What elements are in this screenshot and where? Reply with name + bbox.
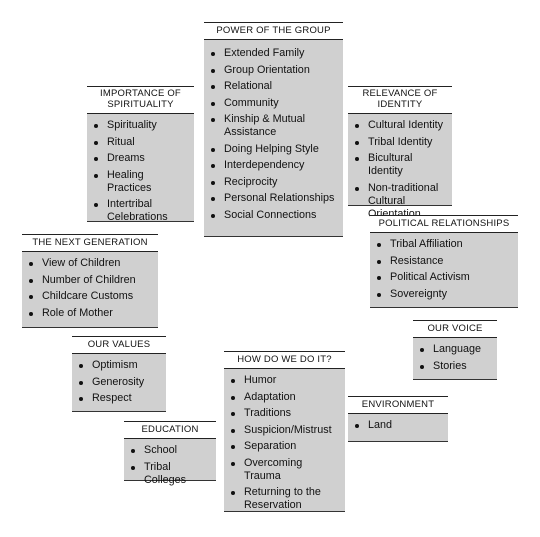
box-title: HOW DO WE DO IT? [224, 351, 345, 369]
box-body: Extended Family Group Orientation Relati… [204, 40, 343, 237]
list-item: Land [352, 419, 444, 432]
box-environment: ENVIRONMENT Land [348, 396, 448, 442]
box-body: Land [348, 414, 448, 442]
list-item: Returning to the Reservation [228, 486, 341, 512]
list-item: Community [208, 97, 339, 110]
list-item: Optimism [76, 359, 162, 372]
list-item: Tribal Affiliation [374, 238, 514, 251]
list-item: Resistance [374, 255, 514, 268]
box-body: Optimism Generosity Respect [72, 354, 166, 412]
box-body: View of Children Number of Children Chil… [22, 252, 158, 328]
box-power-of-the-group: POWER OF THE GROUP Extended Family Group… [204, 22, 343, 237]
list-item: Cultural Identity [352, 119, 448, 132]
box-body: School Tribal Colleges [124, 439, 216, 486]
list-item: Overcoming Trauma [228, 457, 341, 483]
box-title: POLITICAL RELATIONSHIPS [370, 215, 518, 233]
box-importance-of-spirituality: IMPORTANCE OF SPIRITUALITY Spirituality … [87, 86, 194, 224]
list-item: Stories [417, 360, 493, 373]
list-item: Childcare Customs [26, 290, 154, 303]
list-item: Suspicion/Mistrust [228, 424, 341, 437]
box-title: OUR VALUES [72, 336, 166, 354]
box-education: EDUCATION School Tribal Colleges [124, 421, 216, 486]
box-body: Tribal Affiliation Resistance Political … [370, 233, 518, 308]
box-title: OUR VOICE [413, 320, 497, 338]
box-the-next-generation: THE NEXT GENERATION View of Children Num… [22, 234, 158, 328]
box-our-values: OUR VALUES Optimism Generosity Respect [72, 336, 166, 412]
list-item: Personal Relationships [208, 192, 339, 205]
list-item: Tribal Identity [352, 136, 448, 149]
box-relevance-of-identity: RELEVANCE OF IDENTITY Cultural Identity … [348, 86, 452, 220]
list-item: Interdependency [208, 159, 339, 172]
list-item: Doing Helping Style [208, 143, 339, 156]
list-item: Extended Family [208, 47, 339, 60]
list-item: Healing Practices [91, 169, 190, 195]
list-item: Language [417, 343, 493, 356]
list-item: Role of Mother [26, 307, 154, 320]
list-item: Number of Children [26, 274, 154, 287]
box-body: Humor Adaptation Traditions Suspicion/Mi… [224, 369, 345, 512]
list-item: Group Orientation [208, 64, 339, 77]
box-title: ENVIRONMENT [348, 396, 448, 414]
box-body: Language Stories [413, 338, 497, 380]
box-title: THE NEXT GENERATION [22, 234, 158, 252]
list-item: Relational [208, 80, 339, 93]
list-item: Humor [228, 374, 341, 387]
box-title: RELEVANCE OF IDENTITY [348, 86, 452, 114]
box-body: Cultural Identity Tribal Identity Bicult… [348, 114, 452, 220]
list-item: Social Connections [208, 209, 339, 222]
box-title: POWER OF THE GROUP [204, 22, 343, 40]
list-item: Generosity [76, 376, 162, 389]
list-item: School [128, 444, 212, 457]
list-item: Spirituality [91, 119, 190, 132]
list-item: Adaptation [228, 391, 341, 404]
box-how-do-we-do-it: HOW DO WE DO IT? Humor Adaptation Tradit… [224, 351, 345, 512]
list-item: Intertribal Celebrations [91, 198, 190, 224]
list-item: View of Children [26, 257, 154, 270]
list-item: Tribal Colleges [128, 461, 212, 487]
list-item: Reciprocity [208, 176, 339, 189]
list-item: Kinship & Mutual Assistance [208, 113, 339, 139]
list-item: Political Activism [374, 271, 514, 284]
list-item: Sovereignty [374, 288, 514, 301]
box-our-voice: OUR VOICE Language Stories [413, 320, 497, 380]
box-title: IMPORTANCE OF SPIRITUALITY [87, 86, 194, 114]
list-item: Traditions [228, 407, 341, 420]
list-item: Bicultural Identity [352, 152, 448, 178]
list-item: Ritual [91, 136, 190, 149]
box-title: EDUCATION [124, 421, 216, 439]
list-item: Respect [76, 392, 162, 405]
list-item: Separation [228, 440, 341, 453]
box-body: Spirituality Ritual Dreams Healing Pract… [87, 114, 194, 224]
box-political-relationships: POLITICAL RELATIONSHIPS Tribal Affiliati… [370, 215, 518, 308]
list-item: Dreams [91, 152, 190, 165]
